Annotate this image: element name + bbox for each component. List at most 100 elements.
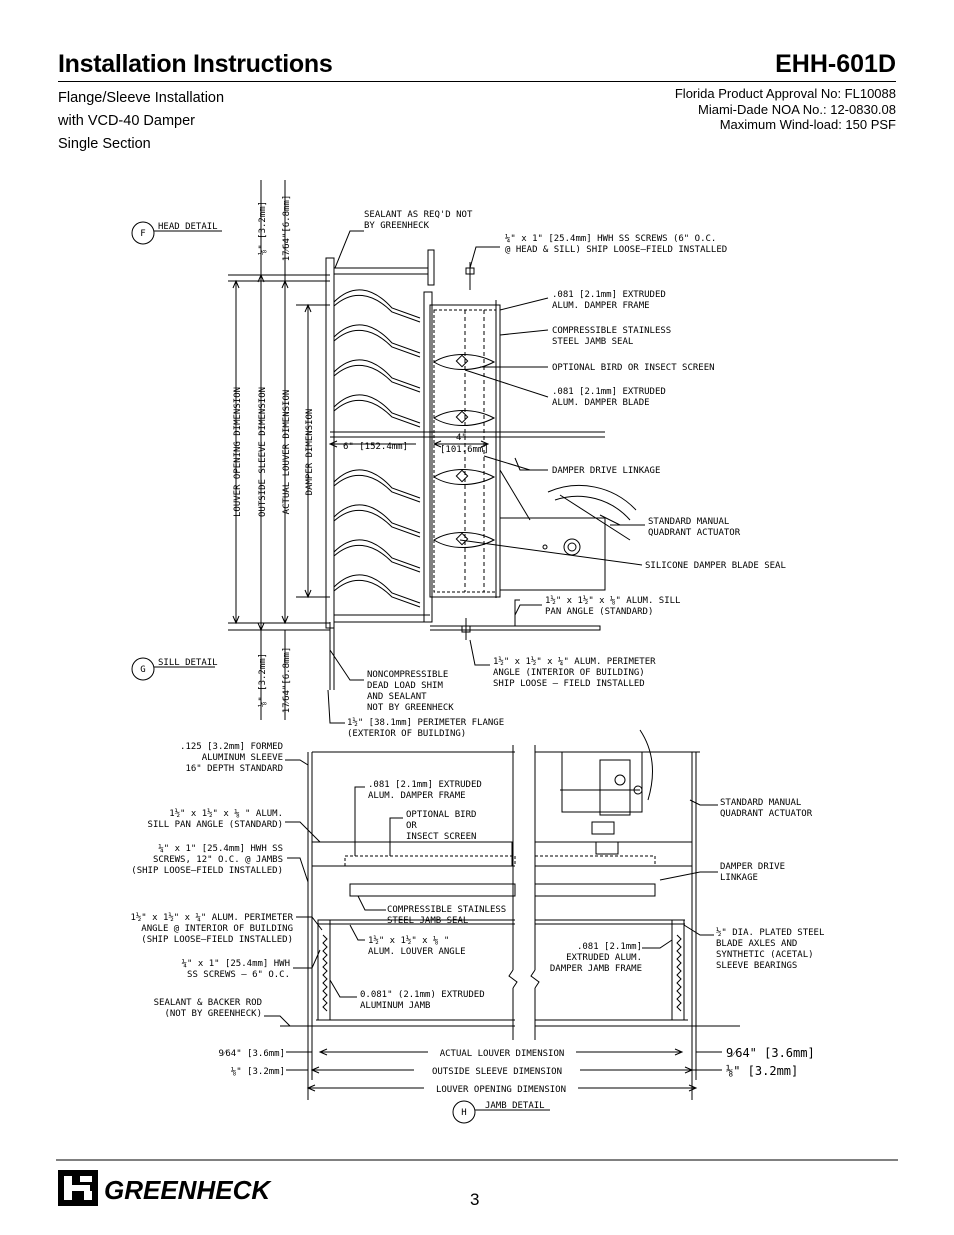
label-actuator-1: STANDARD MANUAL: [648, 517, 729, 527]
jamb-perimeter-3: (SHIP LOOSE—FIELD INSTALLED): [141, 935, 293, 945]
head-detail-marker: F HEAD DETAIL: [131, 221, 222, 245]
label-shim-3: AND SEALANT: [367, 692, 427, 702]
jamb-louver-angle-1: 1½" x 1½" x ⅛ ": [368, 935, 449, 946]
jamb-plan-left: [280, 751, 516, 1030]
label-sealant-2: BY GREENHECK: [364, 221, 430, 231]
fasteners: [461, 262, 475, 640]
jamb-screws-3: (SHIP LOOSE—FIELD INSTALLED): [131, 866, 283, 876]
jamb-labels: .125 [3.2mm] FORMED ALUMINUM SLEEVE 16" …: [130, 742, 824, 1019]
greenheck-logo: GREENHECK: [56, 1166, 286, 1210]
jamb-perimeter-1: 1½" x 1½" x ¼" ALUM. PERIMETER: [130, 912, 293, 923]
dim-eighth-top: ⅛" [3.2mm]: [258, 201, 268, 255]
jamb-left-9-64: 9⁄64" [3.6mm]: [218, 1049, 285, 1059]
label-damper-blade-2: ALUM. DAMPER BLADE: [552, 398, 650, 408]
break-lines: [508, 745, 540, 1040]
jamb-axles-1: ½" DIA. PLATED STEEL: [716, 927, 824, 938]
jamb-screen-1: OPTIONAL BIRD: [406, 810, 476, 820]
jamb-plan-right: [534, 729, 740, 1030]
label-sealant-1: SEALANT AS REQ'D NOT: [364, 210, 473, 220]
jamb-screen-3: INSECT SCREEN: [406, 832, 476, 842]
page-title: Installation Instructions: [58, 50, 333, 78]
jamb-leaders: [264, 759, 718, 1027]
louver-blade-edge: [333, 579, 421, 608]
label-linkage: DAMPER DRIVE LINKAGE: [552, 466, 660, 476]
vertical-dimension-lines: [232, 180, 312, 720]
louver-blade-edge: [333, 399, 421, 428]
sill-detail-letter: G: [140, 665, 145, 675]
head-detail-letter: F: [140, 229, 145, 239]
jamb-screws2-2: SS SCREWS — 6" O.C.: [187, 970, 290, 980]
jamb-screws-1: ¼" x 1" [25.4mm] HWH SS: [158, 844, 283, 854]
quadrant-actuator: [483, 455, 637, 591]
jamb-frame-2: EXTRUDED ALUM.: [566, 953, 642, 963]
jamb-screws-2: SCREWS, 12" O.C. @ JAMBS: [153, 855, 283, 865]
jamb-linkage-1: DAMPER DRIVE: [720, 862, 785, 872]
label-shim-2: DEAD LOAD SHIM: [367, 681, 443, 691]
label-flange-2: (EXTERIOR OF BUILDING): [347, 729, 466, 739]
label-sill-angle-1: 1½" x 1½" x ⅛" ALUM. SILL: [545, 595, 680, 606]
jamb-sleeve-3: 16" DEPTH STANDARD: [185, 764, 283, 774]
damper-frame: [429, 300, 501, 598]
approval-line-1: Florida Product Approval No: FL10088: [674, 86, 896, 101]
jamb-frame-1: .081 [2.1mm]: [577, 942, 642, 952]
jamb-detail-letter: H: [461, 1108, 466, 1118]
header-rule: [58, 81, 896, 82]
label-damper-frame-1: .081 [2.1mm] EXTRUDED: [552, 290, 666, 300]
louver-blade-edge: [333, 509, 421, 538]
label-perimeter-angle-3: SHIP LOOSE — FIELD INSTALLED: [493, 679, 645, 689]
section-labels: SEALANT AS REQ'D NOT BY GREENHECK ¼" x 1…: [347, 210, 786, 739]
sill-pan-angle: [430, 599, 601, 631]
dim-17-64-top: 17⁄64"[6.8mm]: [282, 195, 292, 262]
jamb-sealant-2: (NOT BY GREENHECK): [164, 1009, 262, 1019]
jamb-sill-angle-1: 1½" x 1½" x ⅛ " ALUM.: [169, 808, 283, 819]
dim-louver-opening: LOUVER OPENING DIMENSION: [233, 387, 243, 517]
jamb-axles-2: BLADE AXLES AND: [716, 939, 797, 949]
jamb-detail-marker: H JAMB DETAIL: [452, 1100, 550, 1124]
jamb-aluminum-jamb-1: 0.081" (2.1mm) EXTRUDED: [360, 990, 485, 1000]
jamb-detail-label: JAMB DETAIL: [485, 1101, 545, 1111]
damper-blades: [433, 354, 496, 548]
label-damper-blade-1: .081 [2.1mm] EXTRUDED: [552, 387, 666, 397]
label-perimeter-angle-2: ANGLE (INTERIOR OF BUILDING): [493, 668, 645, 678]
horizontal-dimensions: [328, 440, 490, 448]
section-leaders: [327, 230, 645, 724]
label-perimeter-angle-1: 1½" x 1½" x ¼" ALUM. PERIMETER: [493, 656, 656, 667]
label-sill-angle-2: PAN ANGLE (STANDARD): [545, 607, 653, 617]
jamb-left-1-8: ⅛" [3.2mm]: [231, 1067, 285, 1077]
jamb-screws2-1: ¼" x 1" [25.4mm] HWH: [182, 959, 290, 969]
subtitle-line-3: Single Section: [58, 136, 151, 152]
section-reference-lines: [228, 274, 605, 631]
head-detail-label: HEAD DETAIL: [158, 222, 218, 232]
louver-frame: [325, 249, 435, 690]
damper-blade: [433, 532, 496, 548]
jamb-dim-actual: ACTUAL LOUVER DIMENSION: [440, 1049, 565, 1059]
dim-eighth-bottom: ⅛" [3.2mm]: [258, 653, 268, 707]
jamb-axles-3: SYNTHETIC (ACETAL): [716, 950, 814, 960]
jamb-screen-2: OR: [406, 821, 417, 831]
jamb-sealant-1: SEALANT & BACKER ROD: [154, 998, 262, 1008]
blade-axle: [455, 532, 469, 546]
label-damper-frame-2: ALUM. DAMPER FRAME: [552, 301, 650, 311]
louver-blades: [333, 289, 421, 608]
subtitle-line-1: Flange/Sleeve Installation: [58, 90, 225, 106]
louver-blade: [333, 574, 421, 604]
louver-blade: [333, 324, 421, 354]
jamb-axles-4: SLEEVE BEARINGS: [716, 961, 797, 971]
dim-actual-louver: ACTUAL LOUVER DIMENSION: [282, 390, 292, 515]
jamb-right-9-64: 9⁄64" [3.6mm]: [726, 1046, 815, 1060]
label-jamb-seal-2: STEEL JAMB SEAL: [552, 337, 633, 347]
jamb-damper-frame-1: .081 [2.1mm] EXTRUDED: [368, 780, 482, 790]
page-number: 3: [470, 1190, 480, 1209]
louver-blade: [333, 289, 421, 319]
jamb-sill-angle-2: SILL PAN ANGLE (STANDARD): [148, 820, 283, 830]
louver-blade: [333, 504, 421, 534]
label-actuator-2: QUADRANT ACTUATOR: [648, 528, 741, 538]
jamb-sleeve-1: .125 [3.2mm] FORMED: [180, 742, 283, 752]
jamb-aluminum-jamb-2: ALUMINUM JAMB: [360, 1001, 430, 1011]
jamb-dim-opening: LOUVER OPENING DIMENSION: [436, 1085, 566, 1095]
label-hwh-screws-1: ¼" x 1" [25.4mm] HWH SS SCREWS (6" O.C.: [505, 234, 716, 244]
jamb-sleeve-2: ALUMINUM SLEEVE: [202, 753, 283, 763]
louver-blade-edge: [333, 294, 421, 323]
label-shim-4: NOT BY GREENHECK: [367, 703, 454, 713]
jamb-linkage-2: LINKAGE: [720, 873, 758, 883]
